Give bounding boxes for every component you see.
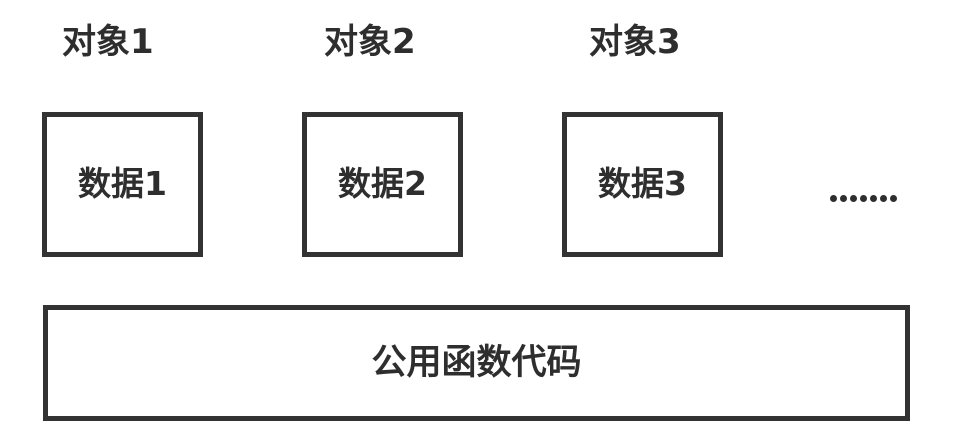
dot-icon	[850, 194, 857, 202]
dot-icon	[890, 194, 897, 202]
shared-function-code-label: 公用函数代码	[371, 343, 582, 383]
object-title-2: 对象2	[324, 22, 416, 62]
shared-function-code-box: 公用函数代码	[43, 305, 910, 421]
dot-icon	[870, 194, 877, 202]
data-box-label-1: 数据1	[78, 163, 167, 203]
dot-icon	[840, 194, 847, 202]
data-box-1: 数据1	[42, 112, 203, 257]
data-box-label-3: 数据3	[598, 163, 687, 203]
dot-icon	[830, 194, 837, 202]
data-box-label-2: 数据2	[338, 163, 427, 203]
continuation-dots-icon	[830, 190, 900, 206]
data-box-3: 数据3	[562, 112, 723, 257]
dot-icon	[860, 194, 867, 202]
dot-icon	[880, 194, 887, 202]
object-title-1: 对象1	[62, 22, 154, 62]
object-title-3: 对象3	[589, 22, 681, 62]
data-box-2: 数据2	[302, 112, 463, 257]
